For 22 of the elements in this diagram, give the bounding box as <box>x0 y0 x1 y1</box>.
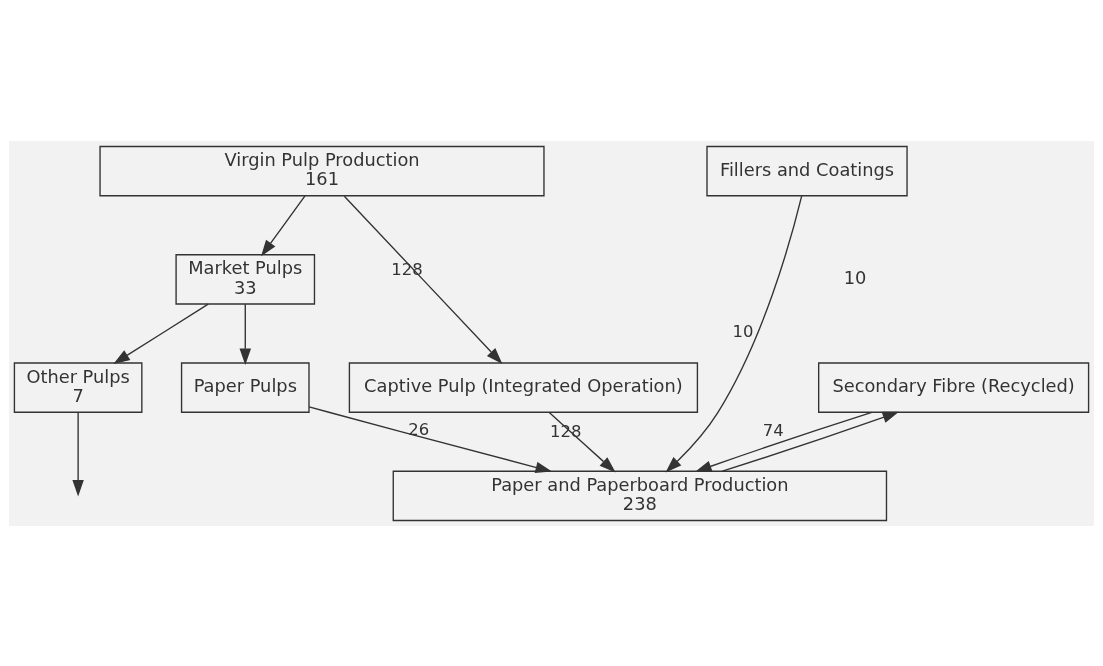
node-box: Paper and Paperboard Production 238 <box>392 470 888 521</box>
arrow <box>239 303 252 365</box>
arrow <box>695 411 873 472</box>
node-box: Virgin Pulp Production 161 <box>99 145 545 196</box>
edge-label: 10 <box>732 321 754 341</box>
node-box: Secondary Fibre (Recycled) <box>818 361 1090 413</box>
arrow <box>548 411 616 473</box>
node-box: Market Pulps 33 <box>175 253 316 305</box>
arrow <box>721 411 899 472</box>
edge-label: 74 <box>762 420 784 440</box>
node-box: Other Pulps 7 <box>13 361 143 413</box>
arrow <box>72 411 84 496</box>
arrow <box>261 194 306 256</box>
arrow <box>113 303 209 364</box>
node-box: Captive Pulp (Integrated Operation) <box>348 361 699 413</box>
node-box: Fillers and Coatings <box>706 145 908 196</box>
node-box: Paper Pulps <box>180 361 310 413</box>
label: 10 <box>843 266 867 288</box>
arrow <box>343 195 503 364</box>
edge-label: 26 <box>408 419 430 439</box>
arrow <box>665 194 803 473</box>
arrow <box>308 405 552 473</box>
